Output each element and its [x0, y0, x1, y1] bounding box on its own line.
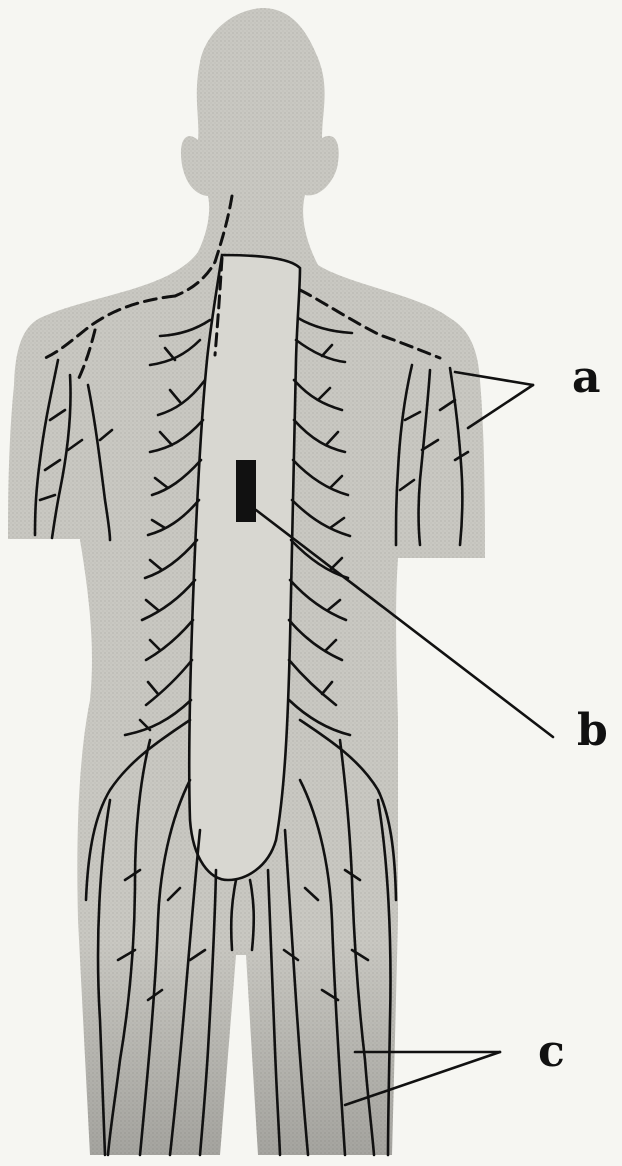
- label-c: c: [538, 1026, 565, 1077]
- label-a: a: [572, 352, 601, 403]
- label-b: b: [577, 705, 608, 756]
- spinal-implant-marker: [236, 460, 256, 522]
